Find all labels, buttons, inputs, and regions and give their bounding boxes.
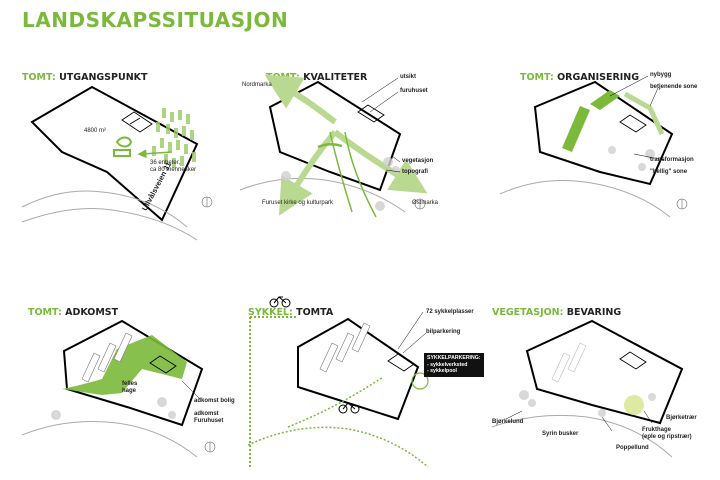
adkomst-bolig-label: adkomst bolig (194, 398, 235, 404)
units-label: 36 enheter, (150, 160, 181, 166)
nordmarka-label: Nordmarka (242, 82, 272, 88)
panel-title: VEGETASJON: BEVARING (492, 307, 622, 318)
site-plan-map (239, 74, 428, 218)
panel-title: TOMT: UTGANGSPUNKT (22, 72, 148, 83)
panel-tomt-kvaliteter: TOMT: KVALITETER Nordmarka utsikt furuhu… (239, 72, 450, 242)
site-plan-map (491, 319, 684, 458)
panel-tomt-utgangspunkt: TOMT: UTGANGSPUNKT 4800 m² 36 enheter, c… (21, 72, 232, 242)
hellig-label: "hellig" sone (650, 169, 688, 175)
bicycle-icon (338, 402, 360, 414)
panel-tomt-adkomst: TOMT: ADKOMST felles hage adkomst bolig … (21, 307, 235, 477)
frukthage-label1: Frukthage (642, 427, 672, 433)
panel-sykkel-tomta: SYKKEL: TOMTA 72 sykkelplasser bilparker… (247, 296, 484, 477)
bilparkering-label: bilparkering (426, 329, 461, 335)
transformasjon-label: transformasjon (650, 157, 694, 163)
panel-title: SYKKEL: TOMTA (248, 307, 334, 318)
ostmarka-label: Østmarka (412, 200, 439, 206)
site-plan-map (21, 85, 213, 241)
adkomst-furu-label2: Furuhuset (194, 418, 224, 424)
panel-tomt-organisering: TOMT: ORGANISERING nybygg betjenende son… (499, 72, 710, 242)
bicycle-icon (269, 296, 291, 308)
site-plan-map (247, 296, 429, 468)
panel-vegetasjon-bevaring: VEGETASJON: BEVARING Bjørkelund Syrin bu… (491, 307, 702, 477)
bjorketraer-label: Bjørketrær (666, 415, 697, 421)
nybygg-label: nybygg (650, 72, 672, 78)
site-plan-map (21, 319, 216, 458)
plasser-label: 72 sykkelplasser (426, 309, 474, 315)
topografi-label: topografi (402, 169, 428, 175)
park-label: Furuset kirke og kulturpark (262, 200, 334, 206)
adkomst-furu-label1: adkomst (194, 411, 219, 417)
bjorkelund-label: Bjørkelund (492, 419, 524, 425)
people-figures (152, 108, 196, 168)
hage-label: hage (122, 388, 137, 394)
page-title: LANDSKAPSSITUASJON (22, 8, 289, 32)
betjenende-label: betjenende sone (650, 84, 698, 90)
panel-title: TOMT: ORGANISERING (520, 72, 640, 83)
vegetasjon-label: vegetasjon (402, 158, 434, 164)
furuhuset-label: furuhuset (400, 88, 428, 94)
area-label: 4800 m² (84, 128, 107, 134)
sykkelparkering-box: SYKKELPARKERING: - sykkelverksted - sykk… (424, 353, 484, 377)
felles-label: felles (122, 381, 138, 387)
frukthage-label2: (eple og ripstrær) (642, 434, 692, 440)
people-label: ca 80 mennesker (150, 167, 197, 173)
poppellund-label: Poppellund (616, 445, 649, 451)
utsikt-label: utsikt (400, 74, 417, 80)
syrin-label: Syrin busker (542, 431, 579, 437)
site-plan-map (499, 75, 688, 218)
panel-title: TOMT: ADKOMST (28, 307, 119, 318)
